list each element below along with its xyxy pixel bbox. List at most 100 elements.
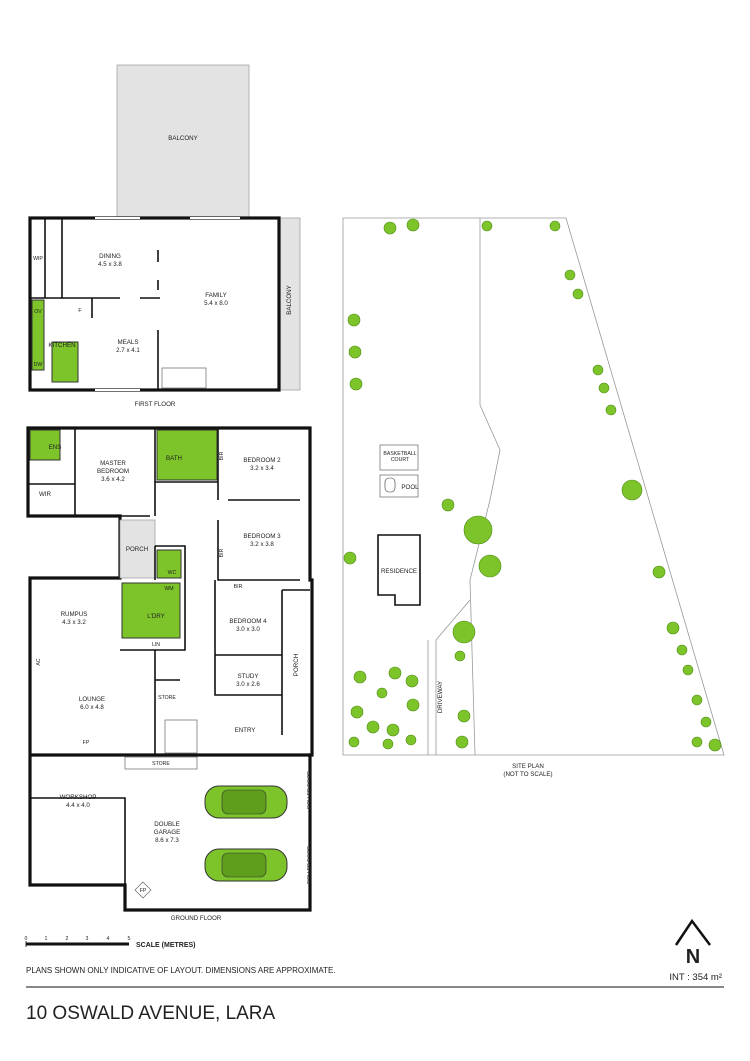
stairs-ground-floor	[164, 719, 198, 754]
pool-label: POOL	[401, 484, 419, 491]
scale-label: SCALE (METRES)	[136, 942, 196, 949]
bedroom3-dim: 3.2 x 3.8	[250, 541, 274, 548]
wm-label: WM	[164, 586, 173, 592]
family-dim: 5.4 x 8.0	[204, 300, 228, 307]
bir2-label: BIR	[219, 548, 225, 557]
site-internal-boundary	[469, 218, 501, 756]
lounge-label: LOUNGE	[79, 696, 105, 703]
bedroom4-label: BEDROOM 4	[229, 618, 267, 625]
north-label: N	[686, 946, 700, 968]
basketball-court	[379, 444, 419, 471]
fp2-label: FP	[140, 888, 147, 894]
wc-label: WC	[168, 570, 177, 576]
bed4-study-walls	[214, 580, 282, 696]
kitchen-label: KITCHEN	[48, 342, 75, 349]
ens-shower	[29, 429, 61, 461]
master-dim: 3.6 x 4.2	[101, 476, 125, 483]
kitchen-island	[51, 341, 79, 383]
first-floor-outer-wall	[28, 216, 281, 392]
scale-bar: 0 1 2 3 4 5 SCALE (METRES)	[25, 936, 196, 949]
scale-tick-2: 2	[66, 936, 69, 942]
workshop-dim: 4.4 x 4.0	[66, 802, 90, 809]
north-arrow: N	[674, 918, 711, 968]
basketball-label-2: COURT	[391, 457, 410, 463]
entry-label: ENTRY	[235, 727, 256, 734]
driveway-lines	[427, 599, 471, 755]
rumpus-label: RUMPUS	[61, 611, 88, 618]
stairs-first-floor	[161, 367, 207, 389]
workshop-label: WORKSHOP	[60, 794, 97, 801]
property-address: 10 OSWALD AVENUE, LARA	[26, 1003, 276, 1024]
dining-label: DINING	[99, 253, 121, 260]
driveway-label: DRIVEWAY	[437, 681, 444, 713]
study-label: STUDY	[238, 673, 259, 680]
laundry-area	[121, 582, 181, 639]
lin-label: LIN	[152, 642, 160, 648]
kitchen-bench-left	[31, 299, 45, 371]
garage-label-1: DOUBLE	[154, 821, 179, 828]
trees	[343, 218, 722, 752]
bir3-label: BIR	[234, 584, 243, 590]
garage-label-2: GARAGE	[154, 829, 180, 836]
scale-tick-0: 0	[25, 936, 28, 942]
residence-label: RESIDENCE	[381, 568, 417, 575]
scale-tick-3: 3	[86, 936, 89, 942]
workshop-walls	[30, 797, 126, 910]
site-boundary	[342, 217, 725, 756]
scale-tick-5: 5	[128, 936, 131, 942]
ac-label: AC	[36, 658, 42, 665]
site-plan: BASKETBALL COURT POOL RESIDENCE DRIVEWAY…	[342, 217, 725, 778]
first-floor-label: FIRST FLOOR	[135, 401, 176, 408]
garage-fp-marker	[134, 881, 152, 899]
bedroom4-dim: 3.0 x 3.0	[236, 626, 260, 633]
bed3-walls	[217, 520, 300, 581]
balcony-side-label: BALCONY	[286, 285, 293, 315]
scale-tick-1: 1	[45, 936, 48, 942]
wip-label: WIP	[33, 256, 43, 262]
wir-label: WIR	[39, 491, 52, 498]
internal-area: INT : 354 m²	[669, 972, 722, 983]
right-porch-wall	[281, 589, 310, 735]
pool	[384, 477, 396, 493]
store-garage	[124, 756, 198, 770]
balcony-top-label: BALCONY	[168, 135, 198, 142]
ov-label: OV	[34, 309, 42, 315]
fridge-label: F	[78, 308, 81, 314]
lounge-dim: 6.0 x 4.8	[80, 704, 104, 711]
family-label: FAMILY	[205, 292, 227, 299]
bedroom2-label: BEDROOM 2	[243, 457, 281, 464]
bath-area	[156, 429, 218, 481]
site-plan-sublabel: (NOT TO SCALE)	[503, 771, 552, 778]
rumpus-dim: 4.3 x 3.2	[62, 619, 86, 626]
dw-label: DW	[34, 362, 43, 368]
meals-dim: 2.7 x 4.1	[116, 347, 140, 354]
basketball-label-1: BASKETBALL	[383, 451, 416, 457]
meals-label: MEALS	[118, 339, 139, 346]
porch-left-label: PORCH	[126, 546, 148, 553]
bir1-label: BIR	[219, 451, 225, 460]
roller-door-1-label: ROLLER DOOR	[307, 771, 313, 809]
store2-label: STORE	[152, 761, 170, 767]
fp1-label: FP	[83, 740, 90, 746]
first-floor-plan: BALCONY BALCONY DINING 4.5 x 3.8 FAMILY …	[28, 64, 301, 408]
laundry-walls	[120, 545, 186, 651]
roller-door-2-label: ROLLER DOOR	[307, 846, 313, 884]
residence-outline	[377, 534, 421, 606]
car-2	[204, 848, 288, 882]
porch-right-label: PORCH	[293, 654, 300, 676]
ground-floor-plan: ENS WIR MASTER BEDROOM 3.6 x 4.2 BATH BI…	[26, 426, 314, 922]
pool-outline	[379, 474, 419, 498]
store-walls	[154, 650, 180, 755]
bedroom3-label: BEDROOM 3	[243, 533, 281, 540]
dining-dim: 4.5 x 3.8	[98, 261, 122, 268]
master-bedroom-label: BEDROOM	[97, 468, 129, 475]
study-dim: 3.0 x 2.6	[236, 681, 260, 688]
disclaimer: PLANS SHOWN ONLY INDICATIVE OF LAYOUT. D…	[26, 966, 336, 975]
bedroom2-dim: 3.2 x 3.4	[250, 465, 274, 472]
master-label: MASTER	[100, 460, 126, 467]
left-porch-area	[119, 519, 156, 579]
store1-label: STORE	[158, 695, 176, 701]
laundry-label: L'DRY	[147, 613, 165, 620]
car-1	[204, 785, 288, 819]
